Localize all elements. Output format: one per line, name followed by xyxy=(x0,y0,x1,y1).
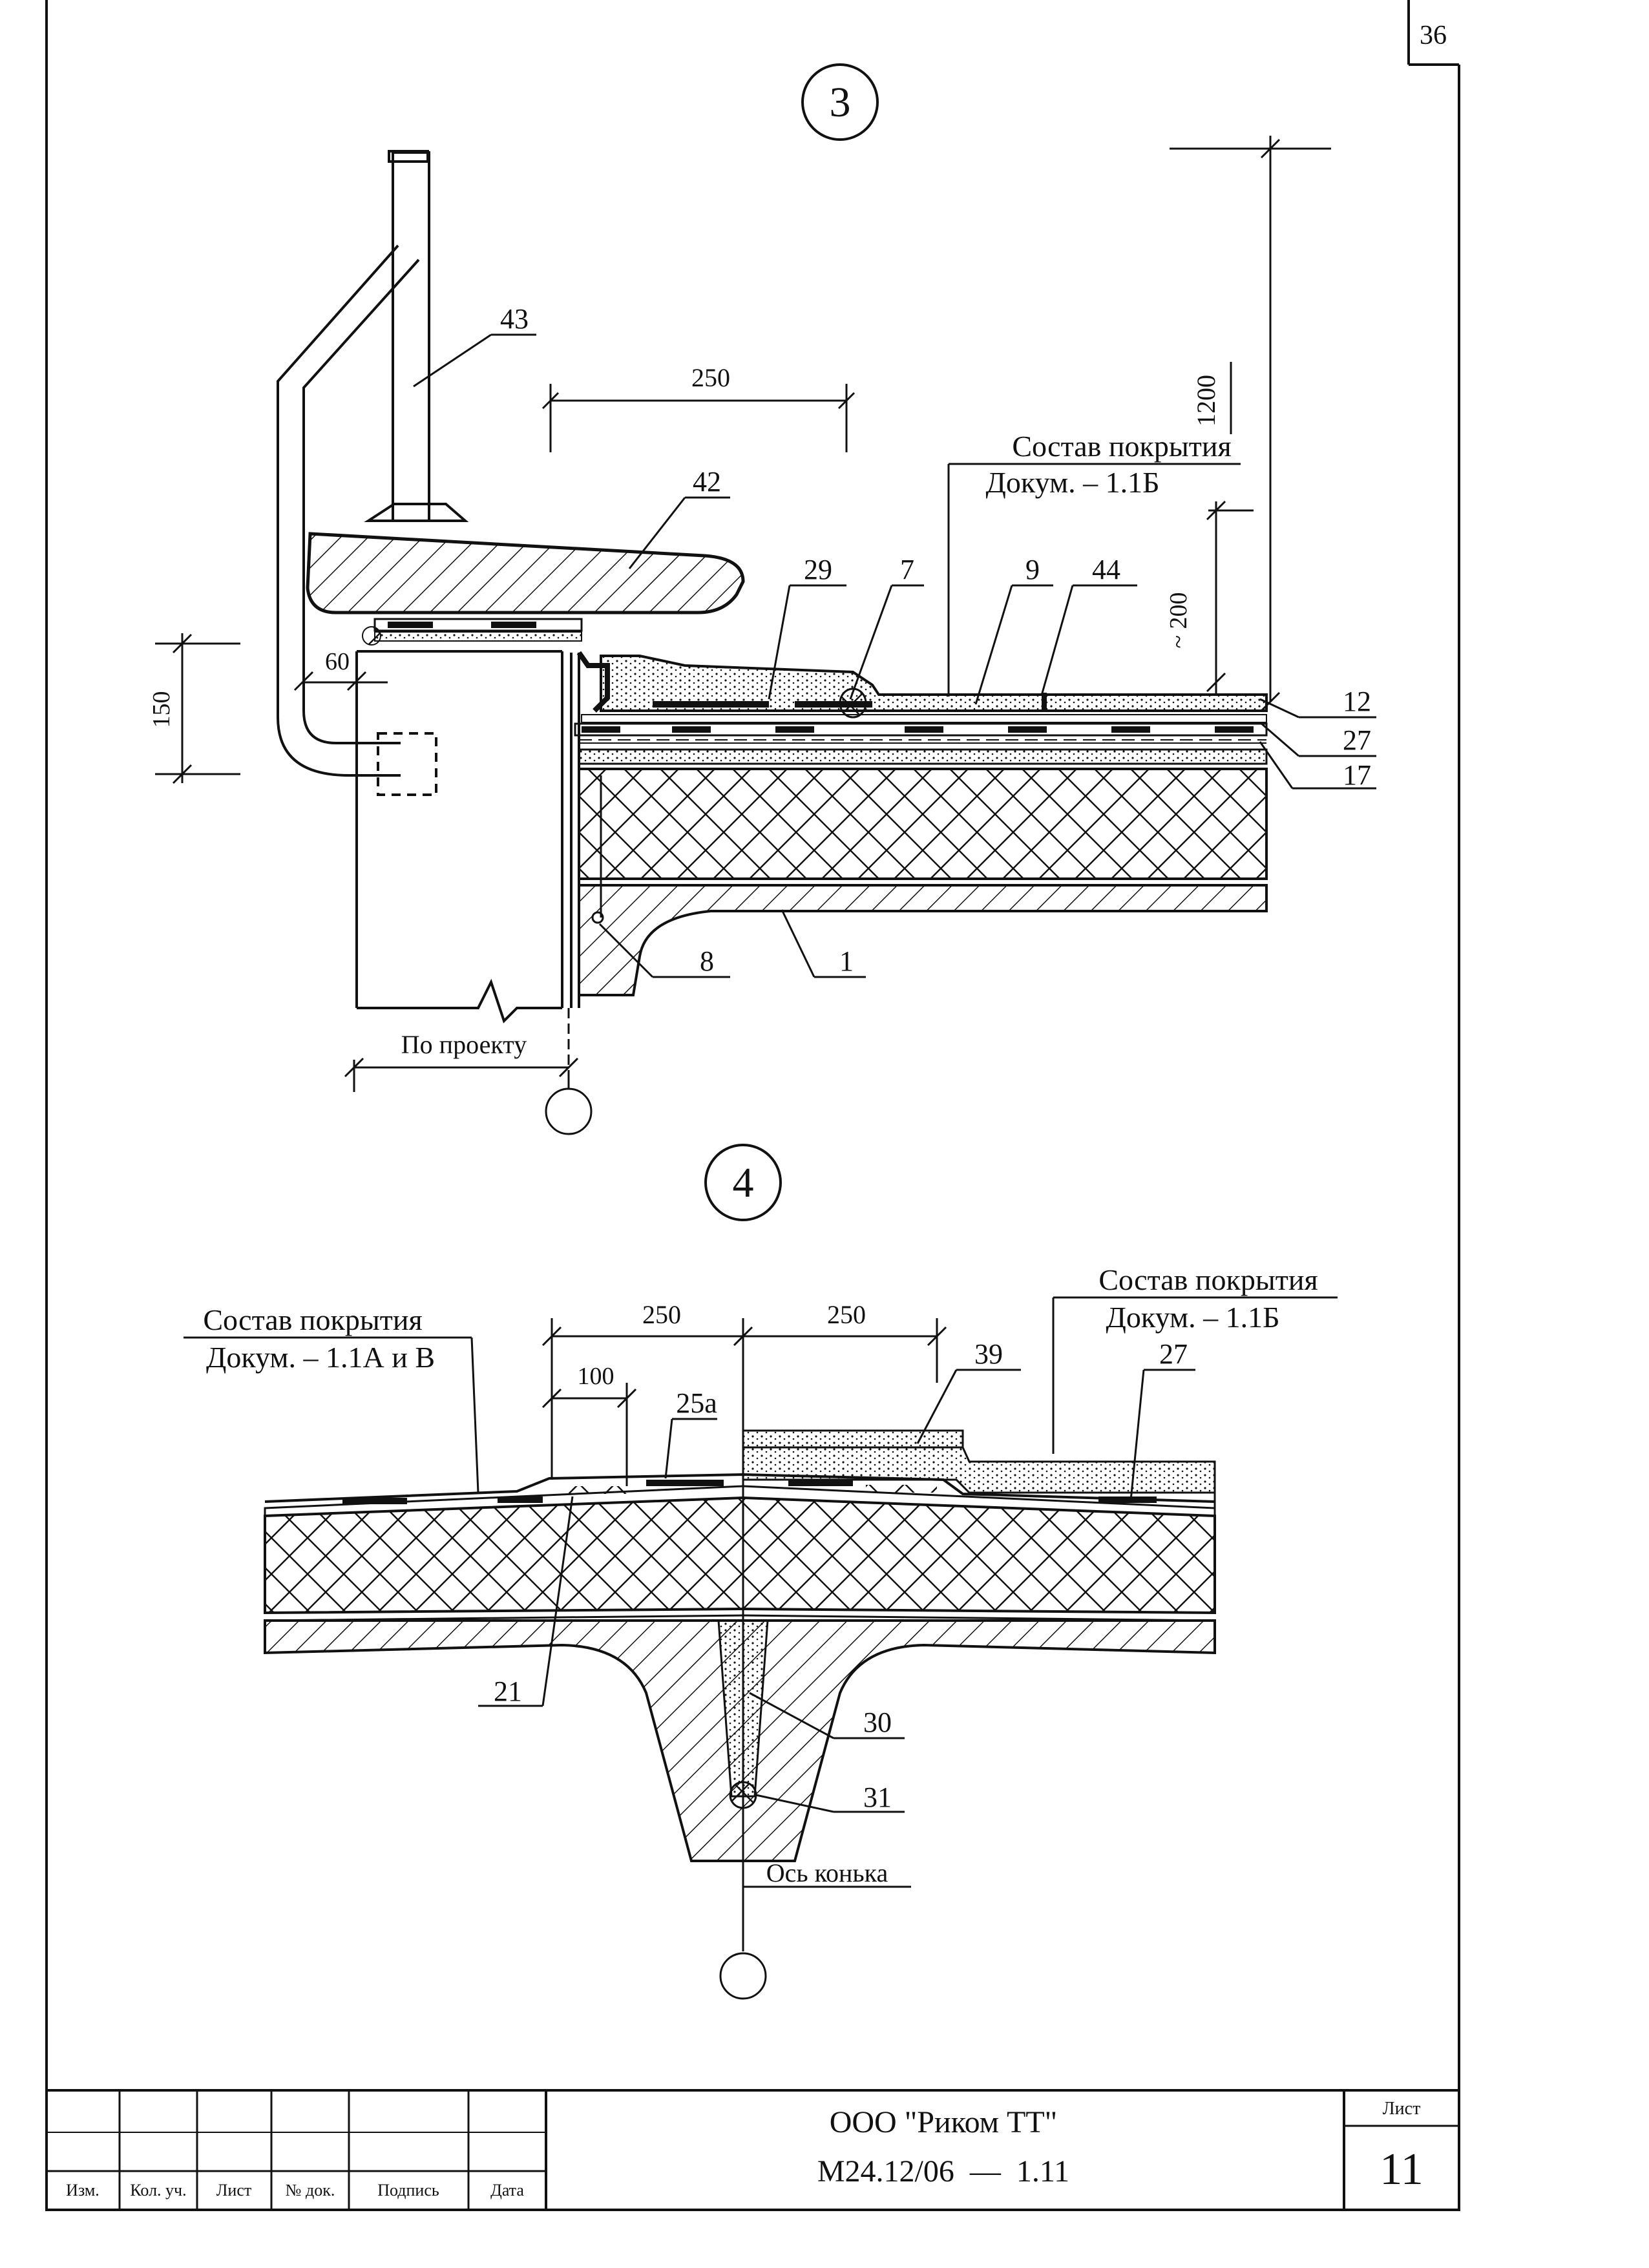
d3-callout-12: 12 xyxy=(1343,686,1371,717)
dim-po-proektu xyxy=(344,1008,593,1135)
ridge-axis-label: Ось конька xyxy=(766,1858,888,1887)
d3-callout-leaders xyxy=(413,333,1376,978)
ridge-axis xyxy=(719,1318,911,2000)
dim-150 xyxy=(155,633,240,784)
d4-insulation xyxy=(264,1496,1216,1615)
tb-company: ООО "Риком ТТ" xyxy=(830,2105,1058,2139)
d3-callout-27: 27 xyxy=(1343,724,1371,756)
d4-coating-right-2: Докум. – 1.1Б xyxy=(1106,1301,1280,1334)
tb-sheet-label: Лист xyxy=(1383,2099,1421,2119)
tb-col-n-dok: № док. xyxy=(286,2181,335,2200)
d3-coating-label-2: Докум. – 1.1Б xyxy=(986,466,1160,499)
tb-col-izm: Изм. xyxy=(66,2181,100,2200)
d3-callout-8: 8 xyxy=(700,945,714,977)
tb-col-list: Лист xyxy=(216,2181,251,2200)
insulation xyxy=(578,768,1268,880)
d4-callout-27: 27 xyxy=(1159,1338,1188,1370)
parapet-wall xyxy=(355,650,580,1024)
d4-dim-250b: 250 xyxy=(827,1300,866,1329)
dim-po-proektu-label: По проекту xyxy=(401,1030,527,1059)
roof-layers xyxy=(574,655,1268,924)
d4-callout-39: 39 xyxy=(974,1338,1003,1370)
railing xyxy=(277,150,469,777)
d4-callout-21: 21 xyxy=(494,1675,522,1707)
dim-1200-label: 1200 xyxy=(1192,375,1221,426)
dim-250-label: 250 xyxy=(691,363,730,392)
d4-dims xyxy=(541,1318,947,1486)
dim-250 xyxy=(541,384,856,452)
d4-coating-leaders xyxy=(184,1296,1338,1493)
d3-callout-29: 29 xyxy=(804,554,832,585)
detail-4-marker: 4 xyxy=(733,1159,754,1206)
roof-slab xyxy=(578,884,1268,996)
d3-callout-17: 17 xyxy=(1343,759,1371,791)
detail-4-marker-circle xyxy=(704,1144,782,1221)
page-number: 36 xyxy=(1420,21,1447,50)
d4-callout-25a: 25а xyxy=(676,1387,717,1419)
detail-3-marker-circle xyxy=(801,63,879,141)
tb-doc-code: М24.12/06 — 1.11 xyxy=(817,2154,1069,2189)
d4-coating-left-2: Докум. – 1.1А и В xyxy=(206,1341,435,1374)
d3-callout-1: 1 xyxy=(839,945,854,977)
dim-150-label: 150 xyxy=(148,691,175,728)
coping-stone xyxy=(306,532,745,614)
d3-coating-label-1: Состав покрытия xyxy=(1012,430,1231,463)
dim-60 xyxy=(293,671,388,691)
d3-callout-43: 43 xyxy=(500,303,529,335)
d4-coating-left-1: Состав покрытия xyxy=(203,1303,422,1336)
d4-coating-right-1: Состав покрытия xyxy=(1098,1263,1318,1296)
sheet-frame xyxy=(45,0,1460,2211)
detail-4: 4 Ось конька xyxy=(184,1144,1338,2000)
tb-col-data: Дата xyxy=(490,2181,524,2200)
d3-callout-42: 42 xyxy=(693,466,721,498)
dim-200-label: ~ 200 xyxy=(1165,592,1192,648)
detail-3: 3 xyxy=(148,63,1376,1135)
tb-col-kol-uch: Кол. уч. xyxy=(130,2181,186,2200)
d4-dim-250a: 250 xyxy=(642,1300,681,1329)
dim-60-label: 60 xyxy=(325,648,350,675)
dim-1200 xyxy=(1170,136,1331,712)
d4-callout-30: 30 xyxy=(863,1706,892,1738)
d3-callout-7: 7 xyxy=(900,554,914,585)
d4-callout-31: 31 xyxy=(863,1781,892,1813)
d3-callout-44: 44 xyxy=(1092,554,1120,585)
dim-200 xyxy=(1206,500,1254,695)
detail-3-marker: 3 xyxy=(830,79,851,126)
tb-col-podpis: Подпись xyxy=(377,2181,439,2200)
d3-callout-9: 9 xyxy=(1025,554,1040,585)
tb-sheet-number: 11 xyxy=(1380,2145,1423,2194)
d3-coating-leader xyxy=(947,463,1241,697)
d4-callout-leaders xyxy=(478,1369,1195,1813)
d4-dim-100: 100 xyxy=(578,1363,614,1390)
title-block xyxy=(45,2089,1460,2211)
